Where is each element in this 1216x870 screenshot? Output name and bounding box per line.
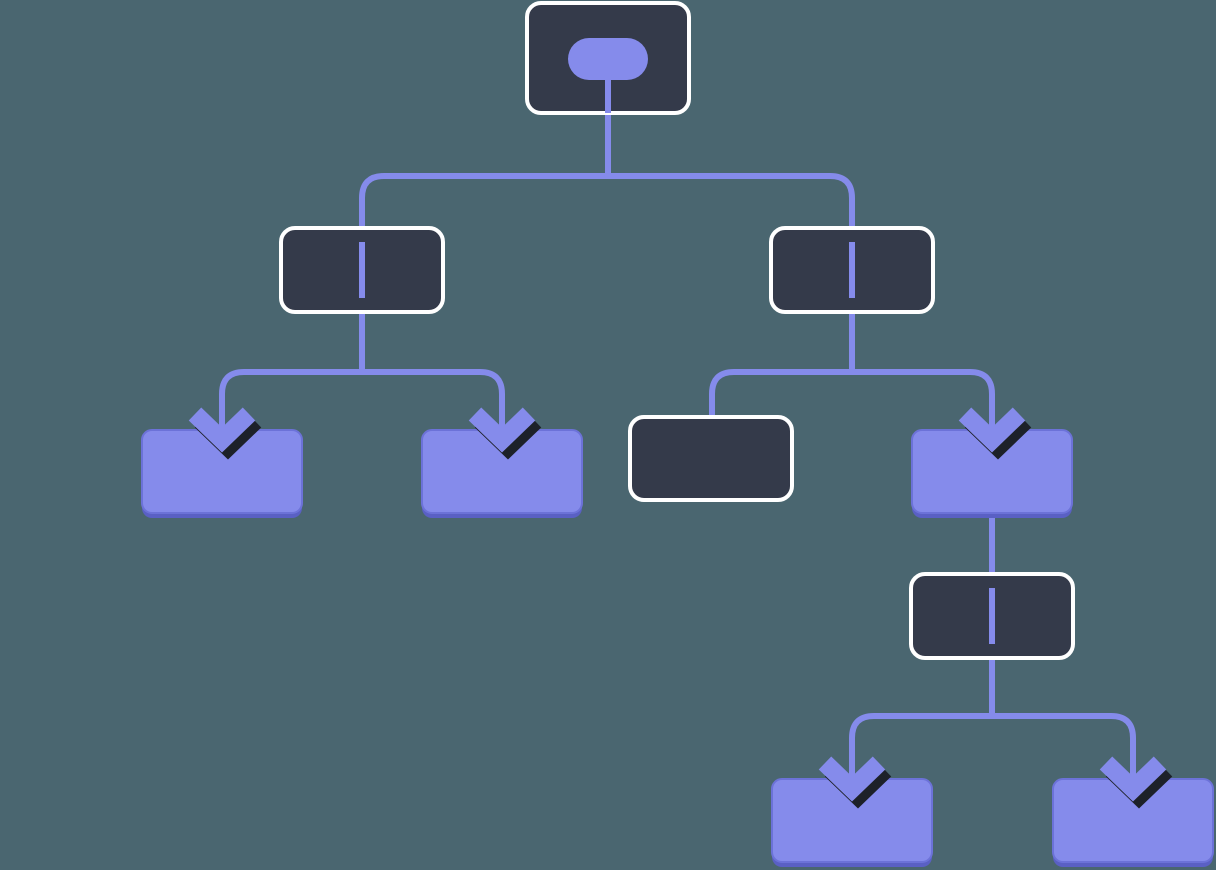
level1-right-node[interactable]	[769, 226, 935, 314]
edge-level1-left-to-leaf-b-arrowhead	[468, 407, 536, 453]
edge-level1-right-to-dark-node	[709, 369, 852, 419]
edge-level1-left-to-leaf-a	[219, 369, 362, 440]
edge-level3-to-leaf-a	[849, 713, 992, 789]
level3-dark-node[interactable]	[909, 572, 1075, 660]
arrowheads-layer	[188, 407, 1173, 809]
level4-leaf-b[interactable]	[1052, 778, 1214, 867]
level4-leaf-a[interactable]	[771, 778, 933, 867]
edge-level1-right-to-branch-node	[852, 369, 995, 440]
nodes-layer	[141, 1, 1214, 867]
level2-branch-node[interactable]	[911, 429, 1073, 518]
edge-level3-to-leaf-b	[992, 713, 1136, 789]
level2-dark-node-body[interactable]	[628, 415, 794, 502]
edge-level1-right-to-branch-node-arrowhead	[958, 407, 1026, 453]
edge-level3-to-leaf-b-arrowhead	[1099, 756, 1167, 802]
root-node[interactable]	[525, 1, 691, 115]
level2-leaf-a[interactable]	[141, 429, 303, 518]
level2-leaf-b[interactable]	[421, 429, 583, 518]
edge-level1-left-to-leaf-a-arrowhead	[188, 407, 256, 453]
level2-dark-node[interactable]	[628, 415, 794, 502]
edge-level3-to-leaf-a-arrowhead	[818, 756, 886, 802]
level1-left-node[interactable]	[279, 226, 445, 314]
edge-level1-left-to-leaf-b	[362, 369, 505, 440]
edge-root-to-level1-right	[608, 173, 855, 312]
root-node-pill-badge[interactable]	[568, 38, 648, 80]
edge-root-to-level1-left	[359, 173, 608, 312]
